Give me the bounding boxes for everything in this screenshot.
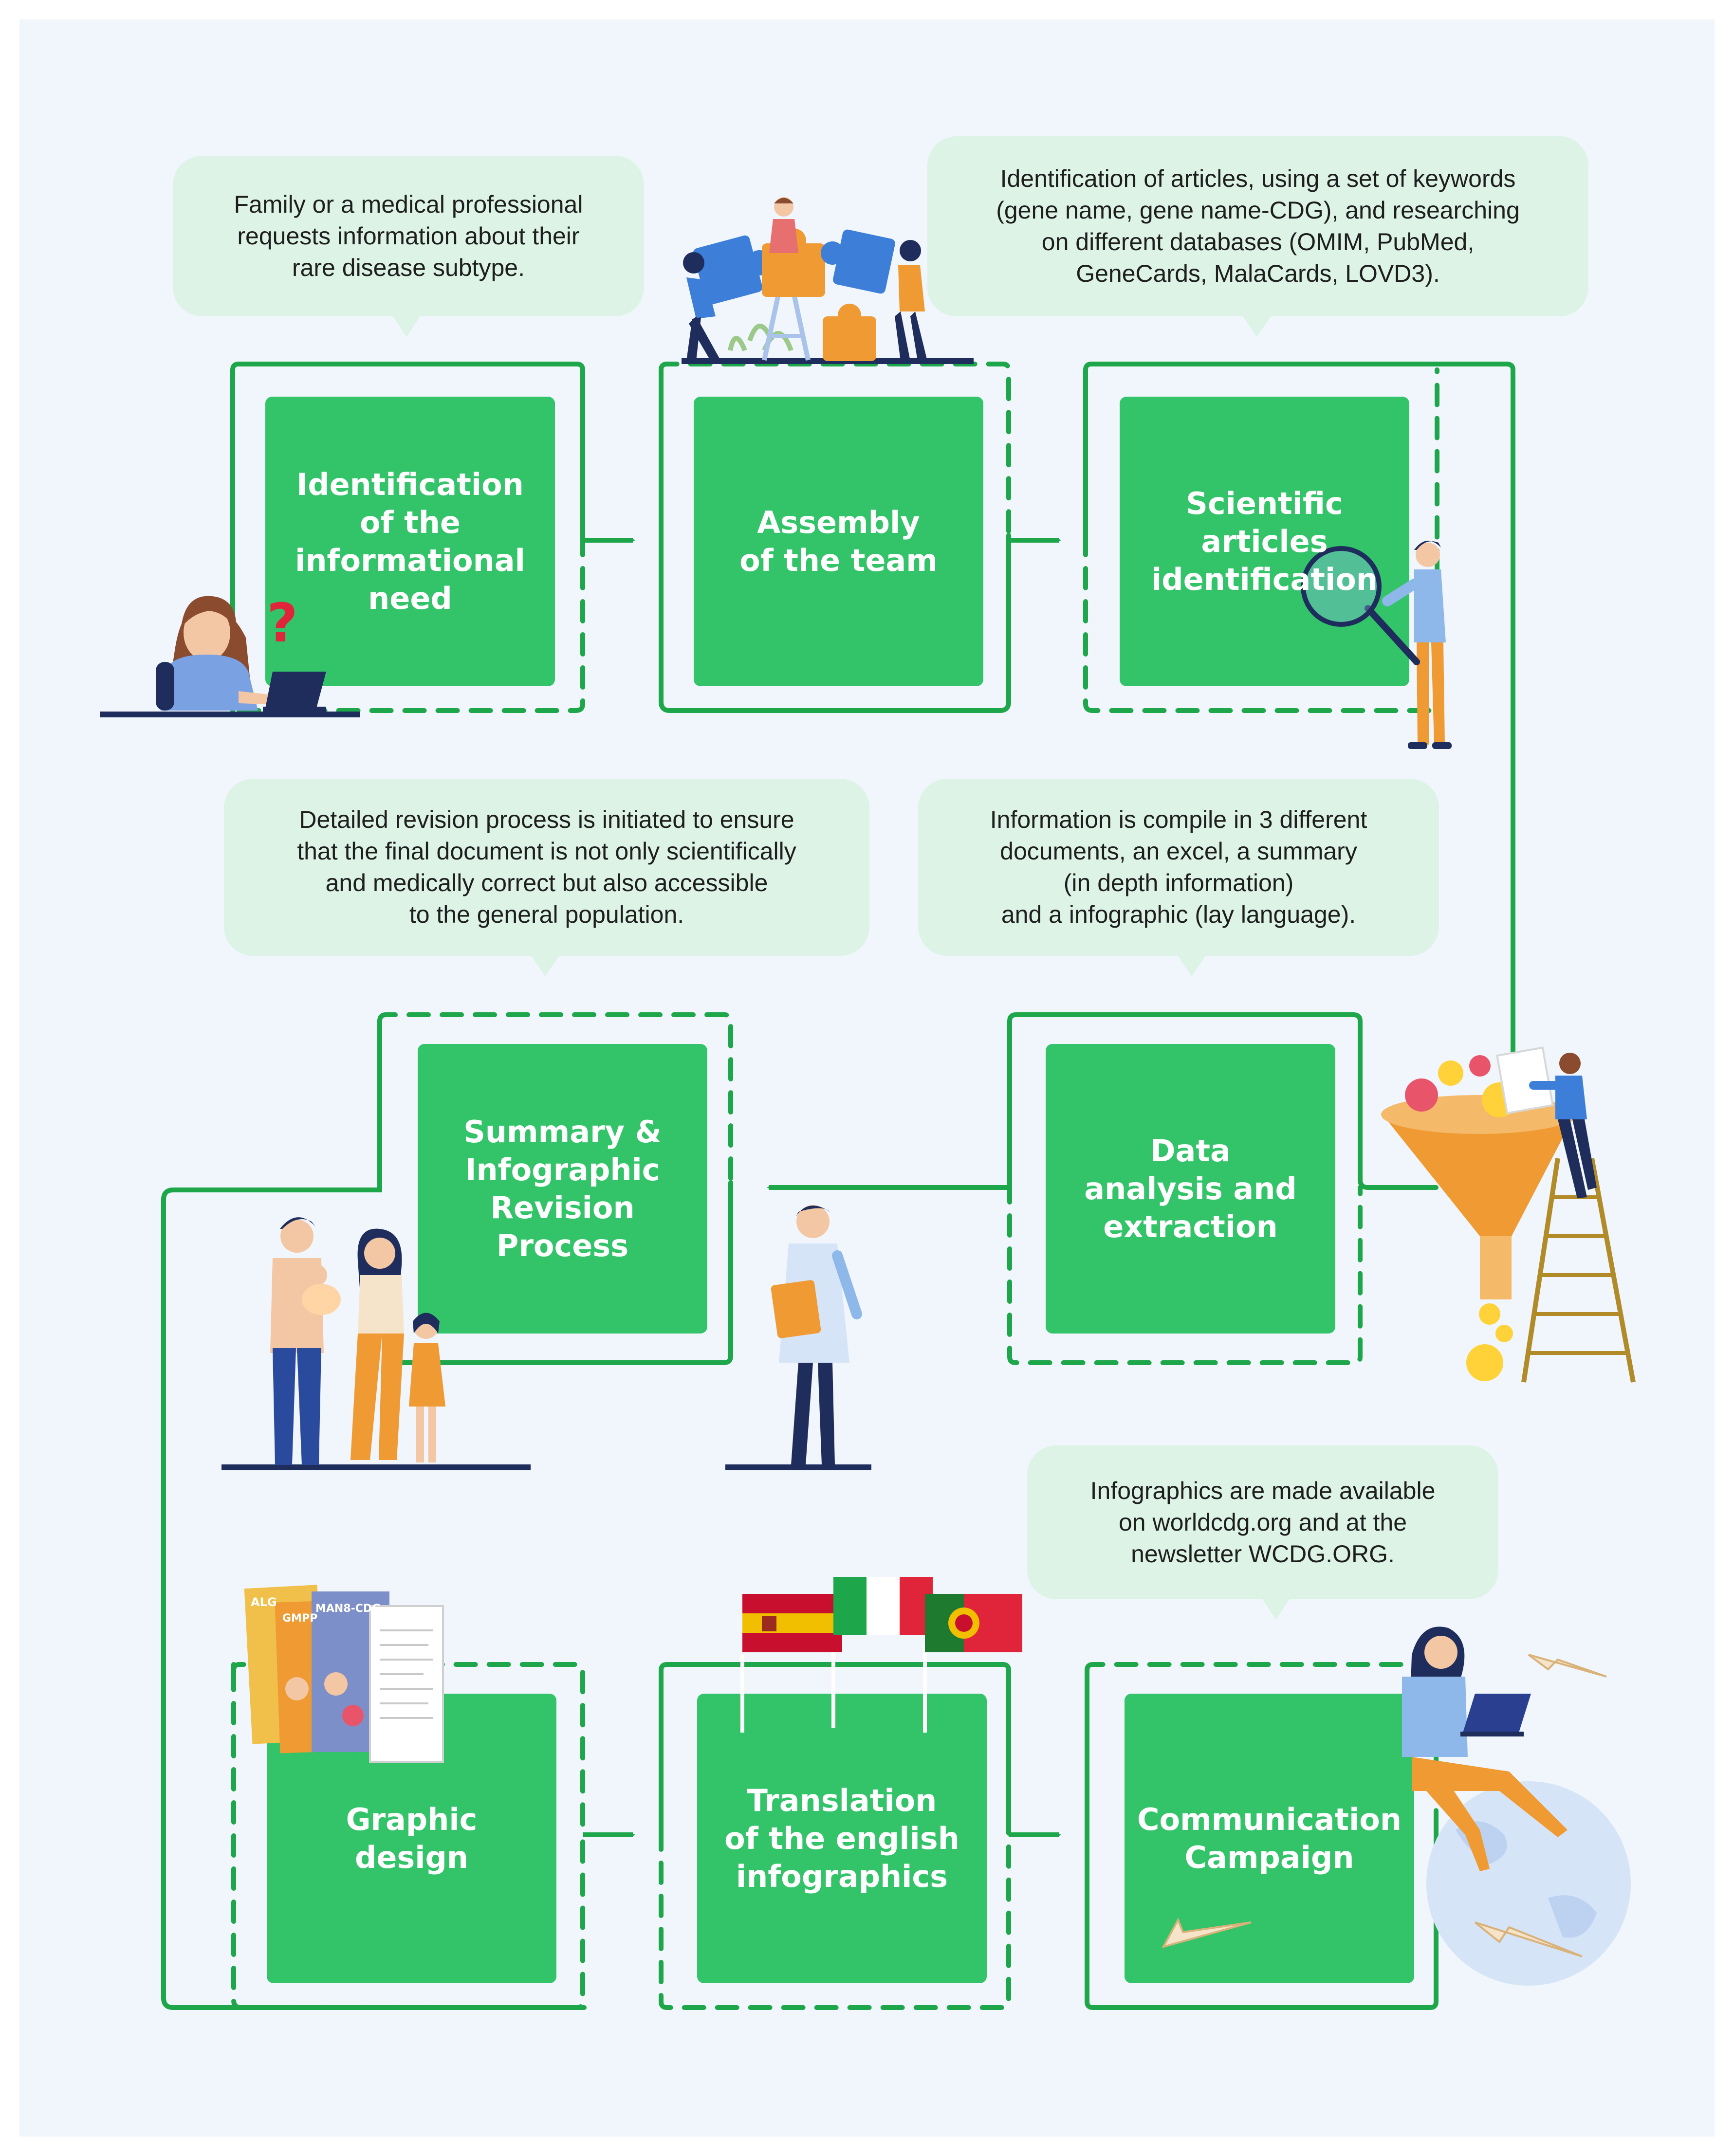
leaflet-title-man8: MAN8-CDG: [315, 1603, 381, 1615]
frame-translation-dashed: [659, 1827, 1011, 2010]
frame-summary-dashed: [377, 1012, 733, 1185]
box-translation: [697, 1694, 987, 1983]
frame-identification-dashed: [230, 533, 585, 713]
frame-communication-solid: [1085, 1668, 1439, 2010]
note-bubble-revision: [224, 779, 869, 976]
researcher-magnifier-illustration: [1301, 541, 1452, 749]
box-graphic-design: [267, 1694, 556, 1983]
step-label-graphic-design: Graphic design: [346, 1801, 478, 1875]
step-label-articles-identification: Scientific articles identification: [1151, 485, 1378, 597]
leaflet-title-gmpp: GMPP: [282, 1612, 317, 1625]
note-availability: Infographics are made available on world…: [1090, 1477, 1436, 1568]
step-label-translation: Translation of the english infographics: [724, 1782, 959, 1894]
question-mark-icon: ?: [267, 592, 298, 654]
portugal-flag: [925, 1594, 1022, 1652]
note-bubble-request: [173, 156, 644, 337]
flags-illustration: [740, 1577, 1022, 1733]
frame-identification-solid: [230, 362, 585, 713]
note-request: Family or a medical professional request…: [234, 190, 583, 281]
step-label-assembly-team: Assembly of the team: [739, 504, 938, 578]
frame-data-dashed: [1007, 1180, 1363, 1365]
box-articles-identification: [1120, 397, 1409, 686]
puzzle-team-illustration: [682, 197, 974, 364]
note-articles: Identification of articles, using a set …: [996, 165, 1520, 287]
step-label-identification-need: Identification of the informational need: [295, 466, 525, 616]
doctor-illustration: [725, 1205, 871, 1470]
note-bubble-availability: [1027, 1445, 1498, 1620]
frame-data-solid: [1007, 1012, 1439, 1190]
frame-articles-solid: [1083, 362, 1515, 1122]
note-compile: Information is compile in 3 different do…: [990, 806, 1367, 928]
leaflet-title-alg: ALG: [251, 1595, 277, 1609]
italy-flag: [833, 1577, 933, 1635]
frame-assembly-dashed: [659, 362, 1011, 538]
data-funnel-illustration: [1381, 1046, 1636, 1383]
note-revision: Detailed revision process is initiated t…: [297, 806, 796, 928]
frame-articles-dashed: [1083, 367, 1439, 713]
box-summary-revision: [418, 1044, 707, 1334]
leaflets-illustration: [244, 1585, 444, 1763]
frame-graphic-dashed-bottom: [231, 1668, 585, 2010]
frame-assembly-solid: [659, 367, 1011, 713]
woman-laptop-illustration: [100, 596, 360, 717]
family-illustration: [221, 1217, 531, 1470]
step-label-data-analysis: Data analysis and extraction: [1084, 1133, 1297, 1244]
paper-plane-icons: [1161, 1654, 1607, 1957]
step-label-summary-revision: Summary & Infographic Revision Process: [463, 1114, 662, 1263]
box-assembly-team: [694, 397, 983, 686]
frame-summary-solid: [397, 1180, 733, 1365]
note-bubble-compile: [918, 779, 1439, 976]
box-data-analysis: [1046, 1044, 1335, 1334]
spain-flag: [742, 1594, 842, 1652]
step-label-communication: Communication Campaign: [1137, 1801, 1402, 1875]
frame-summary-return-line: [161, 1019, 587, 2010]
box-communication: [1125, 1694, 1414, 1983]
globe-woman-illustration: [1402, 1626, 1631, 1986]
box-identification-need: [265, 397, 555, 686]
note-bubble-articles: [927, 136, 1588, 337]
